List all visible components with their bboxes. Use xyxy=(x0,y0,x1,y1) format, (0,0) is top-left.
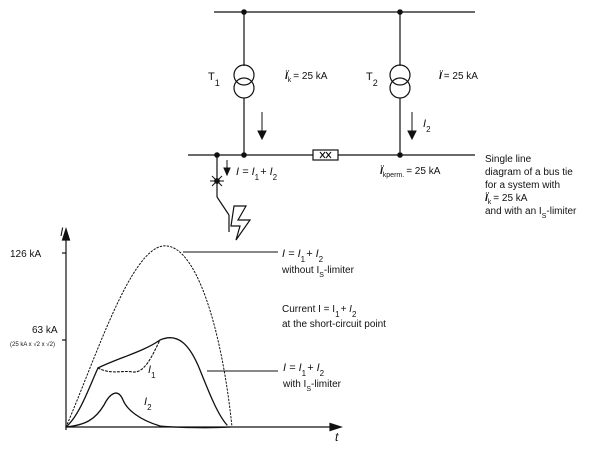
node-dot xyxy=(241,152,247,158)
kperm-current-label: Ïkperm.= 25 kA xyxy=(380,164,441,179)
t1-winding-secondary xyxy=(233,77,255,99)
arrow-head xyxy=(257,130,267,141)
y-tick-label-63: 63 kA xyxy=(32,325,58,336)
curve-i2 xyxy=(65,392,231,429)
curve-with-limiter xyxy=(97,337,228,426)
arrow-head xyxy=(407,130,417,141)
x-axis-label: t xyxy=(335,430,339,444)
t2-winding-secondary xyxy=(389,77,411,99)
annotation-leaders xyxy=(183,251,278,372)
chart-axes xyxy=(61,227,343,432)
caption-line: diagram of a bus tie xyxy=(485,167,573,178)
curve-i1 xyxy=(97,339,161,373)
upper-note: without IS-limiter xyxy=(281,265,355,279)
t1-current-label: Ïk= 25 kA xyxy=(285,69,328,84)
curve-label-i1: I1 xyxy=(148,364,156,380)
y-axis-label: I xyxy=(60,225,64,239)
t2-current-label: Ï= 25 kA xyxy=(439,69,478,82)
upper-equation: I = I1+ I2 xyxy=(282,248,324,264)
curve-without-limiter xyxy=(65,245,233,428)
fault-switch-blade xyxy=(216,196,230,216)
t1-label: T1 xyxy=(208,71,220,88)
y-tick-note: (25 kA x √2 x √2) xyxy=(10,341,55,348)
lower-equation: I = I1+ I2 xyxy=(283,362,325,378)
fault-spark-icon xyxy=(210,174,224,188)
current-arrows xyxy=(223,112,417,177)
current-description-line1: Current I = I1+ I2 xyxy=(282,304,357,319)
is-limiter-symbol xyxy=(312,149,339,161)
t2-label: T2 xyxy=(366,71,378,88)
single-line-diagram xyxy=(188,9,475,241)
y-axis-arrow xyxy=(61,227,71,241)
t2-winding-primary xyxy=(389,64,411,86)
lightning-bolt-icon xyxy=(230,205,252,241)
diagram-caption: Single line diagram of a bus tie for a s… xyxy=(485,154,577,220)
curve-with-limiter-rise xyxy=(65,367,99,428)
y-tick-label-126: 126 kA xyxy=(10,249,41,260)
current-chart: I t 126 kA 63 kA (25 kA x √2 x √2) I = I… xyxy=(10,225,386,444)
caption-line: Single line xyxy=(485,154,532,165)
current-description-line2: at the short-circuit point xyxy=(282,319,386,330)
arrow-head xyxy=(223,167,231,177)
caption-line: for a system with xyxy=(485,180,560,191)
i2-label: I2 xyxy=(423,118,431,134)
x-axis-arrow xyxy=(329,422,343,432)
lower-note: with IS-limiter xyxy=(282,379,342,393)
t1-winding-primary xyxy=(233,64,255,86)
caption-line: and with an IS-limiter xyxy=(485,206,577,220)
caption-line: Ïk= 25 kA xyxy=(485,191,528,206)
bus-current-equation: I = I1+ I2 xyxy=(236,166,278,182)
diagram-labels: T1 Ïk= 25 kA T2 Ï= 25 kA I2 I = I1+ I2… xyxy=(208,69,478,182)
curve-label-i2: I2 xyxy=(144,396,152,412)
node-dot xyxy=(397,152,403,158)
